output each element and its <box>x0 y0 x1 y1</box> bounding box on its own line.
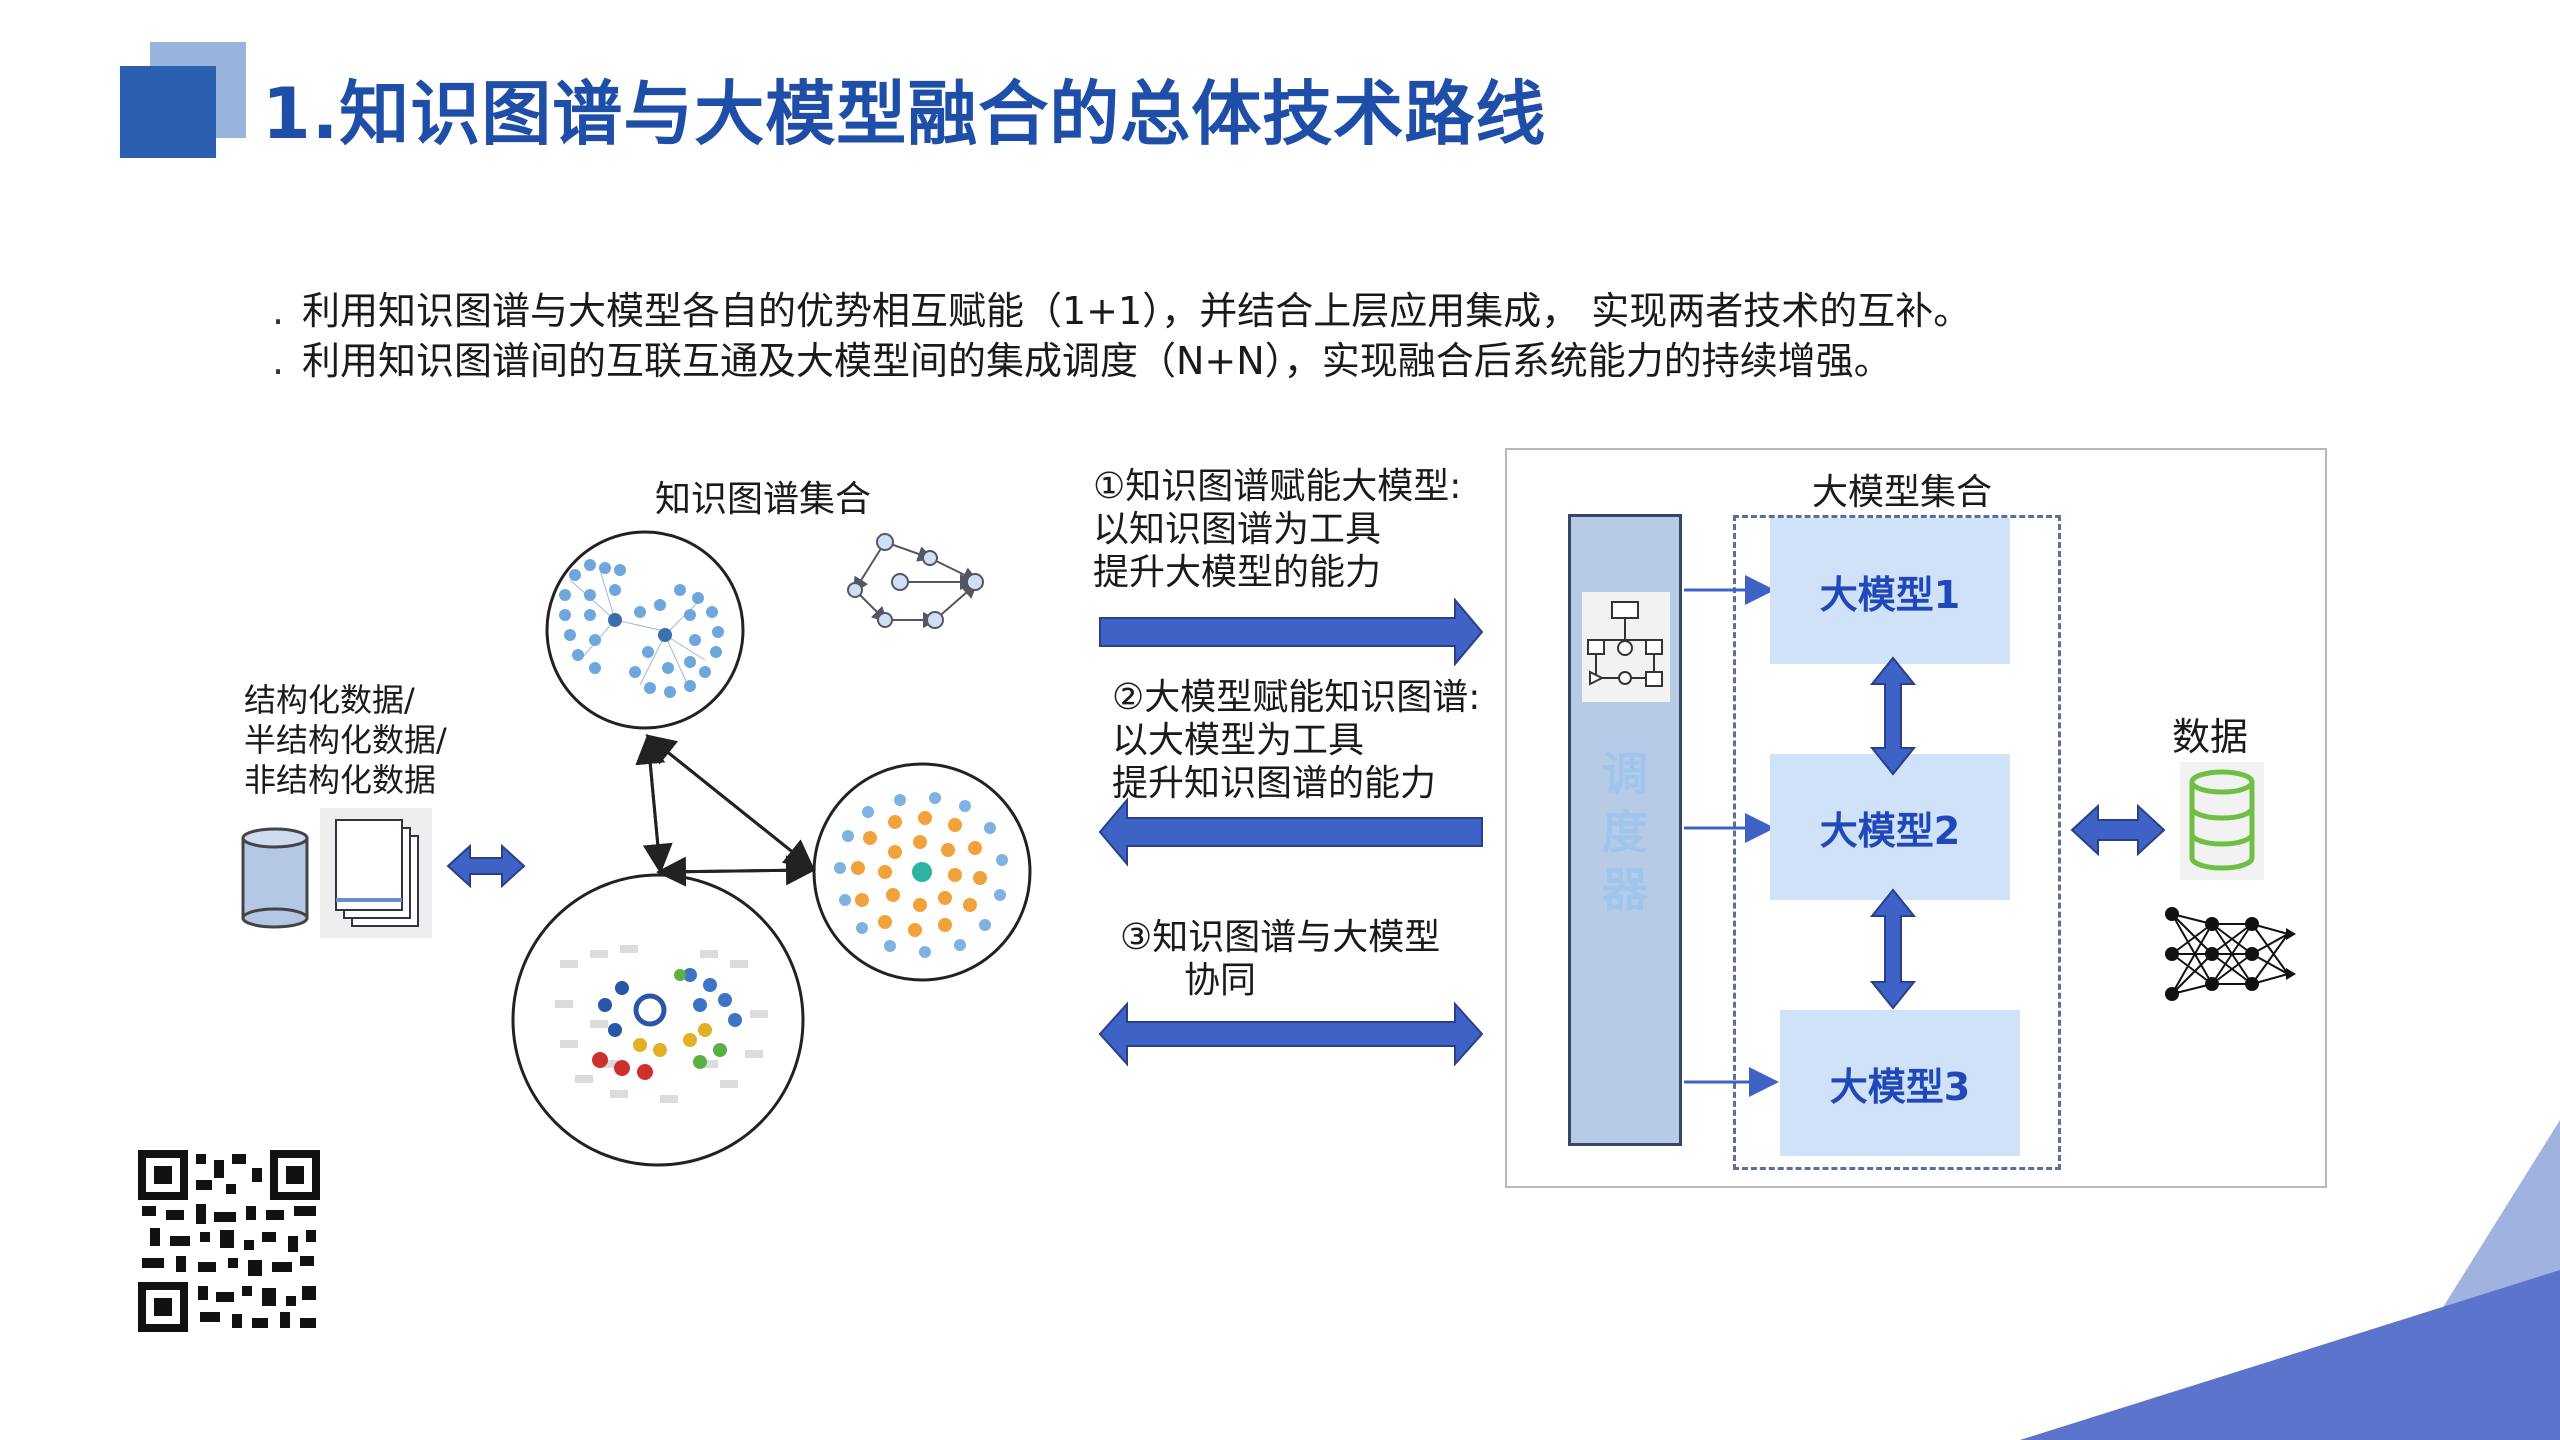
arrow-right <box>1099 597 1484 667</box>
data-type-unstructured: 非结构化数据 <box>244 761 437 799</box>
bullet-2: . 利用知识图谱间的互联互通及大模型间的集成调度（N+N），实现融合后系统能力的持… <box>272 330 1892 385</box>
annotation-2-line-2: 以大模型为工具 <box>1112 720 1365 761</box>
kg-cluster-2 <box>812 762 1032 982</box>
scheduler-arrows <box>1684 575 1779 1097</box>
corner-decoration <box>2020 1120 2560 1440</box>
annotation-3-line-2: 协同 <box>1183 960 1256 1001</box>
model-set-container <box>1505 448 2327 1188</box>
model-data-double-arrow <box>2070 803 2166 857</box>
arrow-double <box>1098 1001 1484 1067</box>
annotation-2-line-1: ②大模型赋能知识图谱: <box>1112 677 1481 718</box>
model-set-label: 大模型集合 <box>1812 472 1993 513</box>
bullet-1: . 利用知识图谱与大模型各自的优势相互赋能（1+1），并结合上层应用集成， 实现两… <box>272 280 1971 335</box>
annotation-1-line-2: 以知识图谱为工具 <box>1093 509 1382 550</box>
cylinder-icon <box>241 827 309 929</box>
annotation-2-line-3: 提升知识图谱的能力 <box>1112 763 1437 804</box>
qr-code-icon <box>138 1150 320 1332</box>
kg-cluster-3 <box>511 873 805 1167</box>
bullet-2-text: 利用知识图谱间的互联互通及大模型间的集成调度（N+N），实现融合后系统能力的持续… <box>302 339 1892 383</box>
documents-icon <box>320 808 432 938</box>
data-type-structured: 结构化数据/ <box>244 681 415 719</box>
arrow-left <box>1098 797 1483 867</box>
database-icon <box>2180 762 2264 880</box>
graph-network-icon <box>847 533 984 629</box>
annotation-1: ①知识图谱赋能大模型: 以知识图谱为工具 提升大模型的能力 <box>1093 465 1461 594</box>
data-label: 数据 <box>2172 715 2249 759</box>
annotation-1-line-1: ①知识图谱赋能大模型: <box>1093 466 1462 507</box>
title-decoration <box>120 42 246 158</box>
scheduler-label: 调度器 <box>1602 747 1648 917</box>
bullet-1-text: 利用知识图谱与大模型各自的优势相互赋能（1+1），并结合上层应用集成， 实现两者… <box>302 289 1972 333</box>
bullet-marker: . <box>272 339 285 383</box>
bullet-marker: . <box>272 289 285 333</box>
data-types-label: 结构化数据/ 半结构化数据/ 非结构化数据 <box>244 680 447 800</box>
model-box-1: 大模型1 <box>1770 518 2010 664</box>
annotation-1-line-3: 提升大模型的能力 <box>1093 552 1382 593</box>
kg-set-label: 知识图谱集合 <box>655 479 872 520</box>
model-box-2: 大模型2 <box>1770 754 2010 900</box>
data-type-semi: 半结构化数据/ <box>244 721 447 759</box>
middle-arrows <box>1098 597 1484 1067</box>
kg-diagram <box>138 530 1032 1332</box>
model-box-3: 大模型3 <box>1780 1010 2020 1156</box>
model-arrows <box>1869 656 1917 1010</box>
data-kg-double-arrow <box>446 843 526 889</box>
annotation-2: ②大模型赋能知识图谱: 以大模型为工具 提升知识图谱的能力 <box>1112 676 1480 805</box>
page-title: 1.知识图谱与大模型融合的总体技术路线 <box>262 73 1547 155</box>
model-set-dashed-box <box>1733 515 2061 1170</box>
flowchart-icon <box>1582 592 1670 702</box>
kg-cluster-1 <box>545 530 745 730</box>
neural-network-icon <box>2165 907 2296 1001</box>
